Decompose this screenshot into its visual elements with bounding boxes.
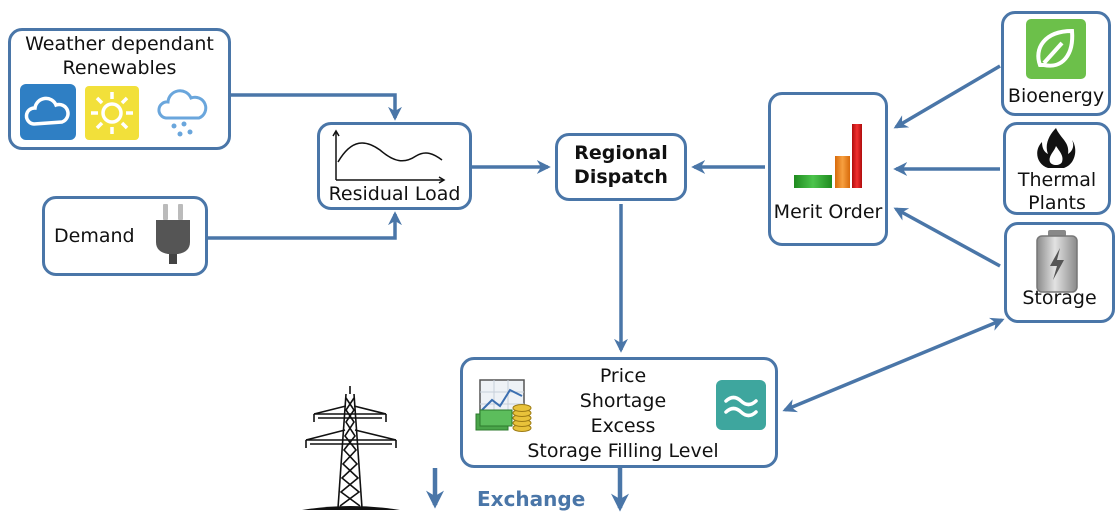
regional-dispatch-label-line1: Regional: [574, 142, 668, 164]
exchange-label: Exchange: [477, 487, 586, 511]
flame-icon: [1037, 128, 1076, 168]
thermal-plants-label-line1: Thermal: [1017, 169, 1097, 191]
renewables-label-line2: Renewables: [62, 57, 177, 79]
merit-order-node: [768, 92, 888, 246]
storage-label: Storage: [1022, 287, 1097, 309]
demand-label: Demand: [54, 225, 135, 247]
thermal-plants-label-line2: Plants: [1028, 192, 1086, 214]
renewables-label-line1: Weather dependant: [25, 33, 214, 55]
result-storage-filling-level: Storage Filling Level: [527, 440, 719, 462]
arrow-storage-results-bidirectional: [782, 317, 1005, 413]
power-plug-icon: [156, 204, 190, 264]
battery-icon: [1036, 230, 1078, 293]
merit-bar-green: [794, 175, 832, 188]
approx-icon: [716, 380, 766, 430]
merit-order-label: Merit Order: [773, 201, 883, 223]
arrow-renewables-to-residual: [231, 93, 402, 121]
bioenergy-label: Bioenergy: [1007, 85, 1105, 107]
sun-icon: [85, 86, 139, 140]
result-shortage: Shortage: [579, 390, 667, 412]
load-curve-icon: [332, 129, 446, 184]
arrow-bio-to-merit: [893, 64, 1001, 129]
arrow-storage-to-merit: [893, 207, 1001, 268]
regional-dispatch-label-line2: Dispatch: [574, 166, 668, 188]
leaf-icon: [1026, 19, 1086, 79]
cloud-icon: [20, 84, 76, 140]
merit-bar-red: [852, 124, 862, 188]
result-excess: Excess: [590, 415, 656, 437]
residual-load-node: [317, 122, 472, 210]
arrow-demand-to-residual: [208, 211, 402, 240]
transmission-tower-icon: [302, 386, 400, 510]
money-chart-icon: [475, 379, 532, 432]
merit-order-bars-icon: [794, 124, 862, 188]
regional-dispatch-node: [555, 133, 687, 201]
residual-load-label: Residual Load: [328, 183, 461, 205]
merit-bar-orange: [835, 156, 850, 188]
result-price: Price: [599, 365, 647, 387]
rain-cloud-icon: [157, 89, 208, 137]
